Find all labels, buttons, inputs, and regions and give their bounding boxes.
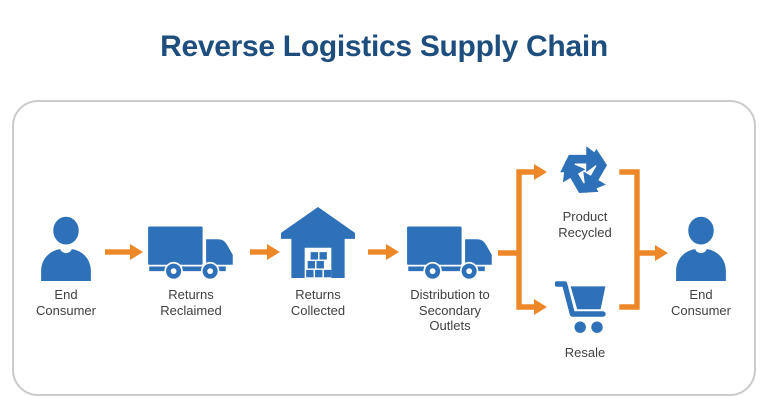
arrow-reclaimed-to-collected [250,244,280,260]
arrow-collected-to-distribution [368,244,399,260]
person-icon [676,215,726,281]
flow-node-distribution-secondary-outlets: Distribution to Secondary Outlets [395,223,505,334]
person-icon [41,215,91,281]
flow-node-returns-collected: Returns Collected [258,207,378,318]
branch-merge-bracket [619,169,668,310]
flow-node-returns-reclaimed: Returns Reclaimed [136,223,246,318]
cart-icon [555,281,606,333]
branch-split-bracket [498,164,547,315]
arrow-consumer-to-reclaimed [105,244,143,260]
boxes-stack [306,252,332,278]
flow-node-end-consumer-end: End Consumer [646,215,756,318]
node-label: Distribution to Secondary Outlets [410,287,490,333]
flow-node-product-recycled: Product Recycled [530,139,640,240]
node-label: Returns Reclaimed [160,287,222,318]
page-title: Reverse Logistics Supply Chain [160,30,608,63]
node-label: End Consumer [36,287,96,318]
flow-node-resale: Resale [530,277,640,361]
truck-icon [407,226,492,281]
warehouse-icon [281,207,355,279]
flow-node-end-consumer-start: End Consumer [11,215,121,318]
node-label: End Consumer [671,287,731,318]
recycle-icon [554,146,616,203]
node-label: Returns Collected [290,287,346,318]
truck-icon [148,226,233,281]
node-label: Resale [564,345,606,360]
node-label: Product Recycled [558,209,612,240]
